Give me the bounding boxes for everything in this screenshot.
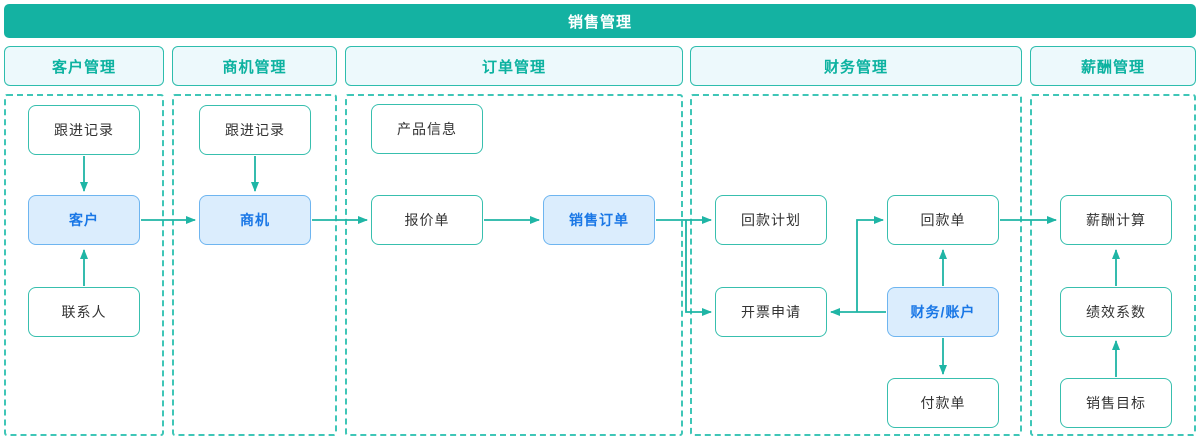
page-title: 销售管理 (567, 13, 632, 31)
node-label: 财务/账户 (910, 304, 976, 320)
node-label: 跟进记录 (54, 122, 114, 138)
node-sales-target: 销售目标 (1060, 378, 1172, 428)
column-header-customer: 客户管理 (4, 46, 164, 86)
node-label: 报价单 (404, 212, 450, 228)
node-contact: 联系人 (28, 287, 140, 337)
column-header-order: 订单管理 (345, 46, 683, 86)
node-followup-record-customer: 跟进记录 (28, 105, 140, 155)
column-header-label: 薪酬管理 (1080, 58, 1145, 76)
node-label: 商机 (240, 212, 270, 228)
lane-opportunity (172, 94, 337, 436)
node-label: 客户 (69, 212, 99, 228)
node-sales-order: 销售订单 (543, 195, 655, 245)
column-header-salary: 薪酬管理 (1030, 46, 1196, 86)
node-label: 付款单 (920, 395, 966, 411)
node-performance-coefficient: 绩效系数 (1060, 287, 1172, 337)
lane-customer (4, 94, 164, 436)
node-label: 绩效系数 (1086, 304, 1146, 320)
node-customer: 客户 (28, 195, 140, 245)
node-invoice-request: 开票申请 (715, 287, 827, 337)
lane-order (345, 94, 683, 436)
node-label: 回款计划 (741, 212, 801, 228)
node-label: 联系人 (61, 304, 107, 320)
node-payment-plan: 回款计划 (715, 195, 827, 245)
node-payment-bill: 付款单 (887, 378, 999, 428)
node-label: 产品信息 (397, 121, 457, 137)
node-receipt: 回款单 (887, 195, 999, 245)
column-header-opportunity: 商机管理 (172, 46, 337, 86)
node-label: 销售订单 (569, 212, 629, 228)
node-salary-calculation: 薪酬计算 (1060, 195, 1172, 245)
node-quote: 报价单 (371, 195, 483, 245)
node-label: 跟进记录 (225, 122, 285, 138)
column-header-label: 客户管理 (51, 58, 116, 76)
column-header-label: 财务管理 (823, 58, 888, 76)
node-label: 开票申请 (741, 304, 801, 320)
node-label: 回款单 (920, 212, 966, 228)
column-header-finance: 财务管理 (690, 46, 1022, 86)
node-finance-account: 财务/账户 (887, 287, 999, 337)
node-followup-record-opportunity: 跟进记录 (199, 105, 311, 155)
title-bar: 销售管理 (4, 4, 1196, 38)
column-header-label: 订单管理 (481, 58, 546, 76)
column-header-label: 商机管理 (222, 58, 287, 76)
node-label: 薪酬计算 (1086, 212, 1146, 228)
node-product-info: 产品信息 (371, 104, 483, 154)
node-opportunity: 商机 (199, 195, 311, 245)
node-label: 销售目标 (1086, 395, 1146, 411)
lane-salary (1030, 94, 1196, 436)
